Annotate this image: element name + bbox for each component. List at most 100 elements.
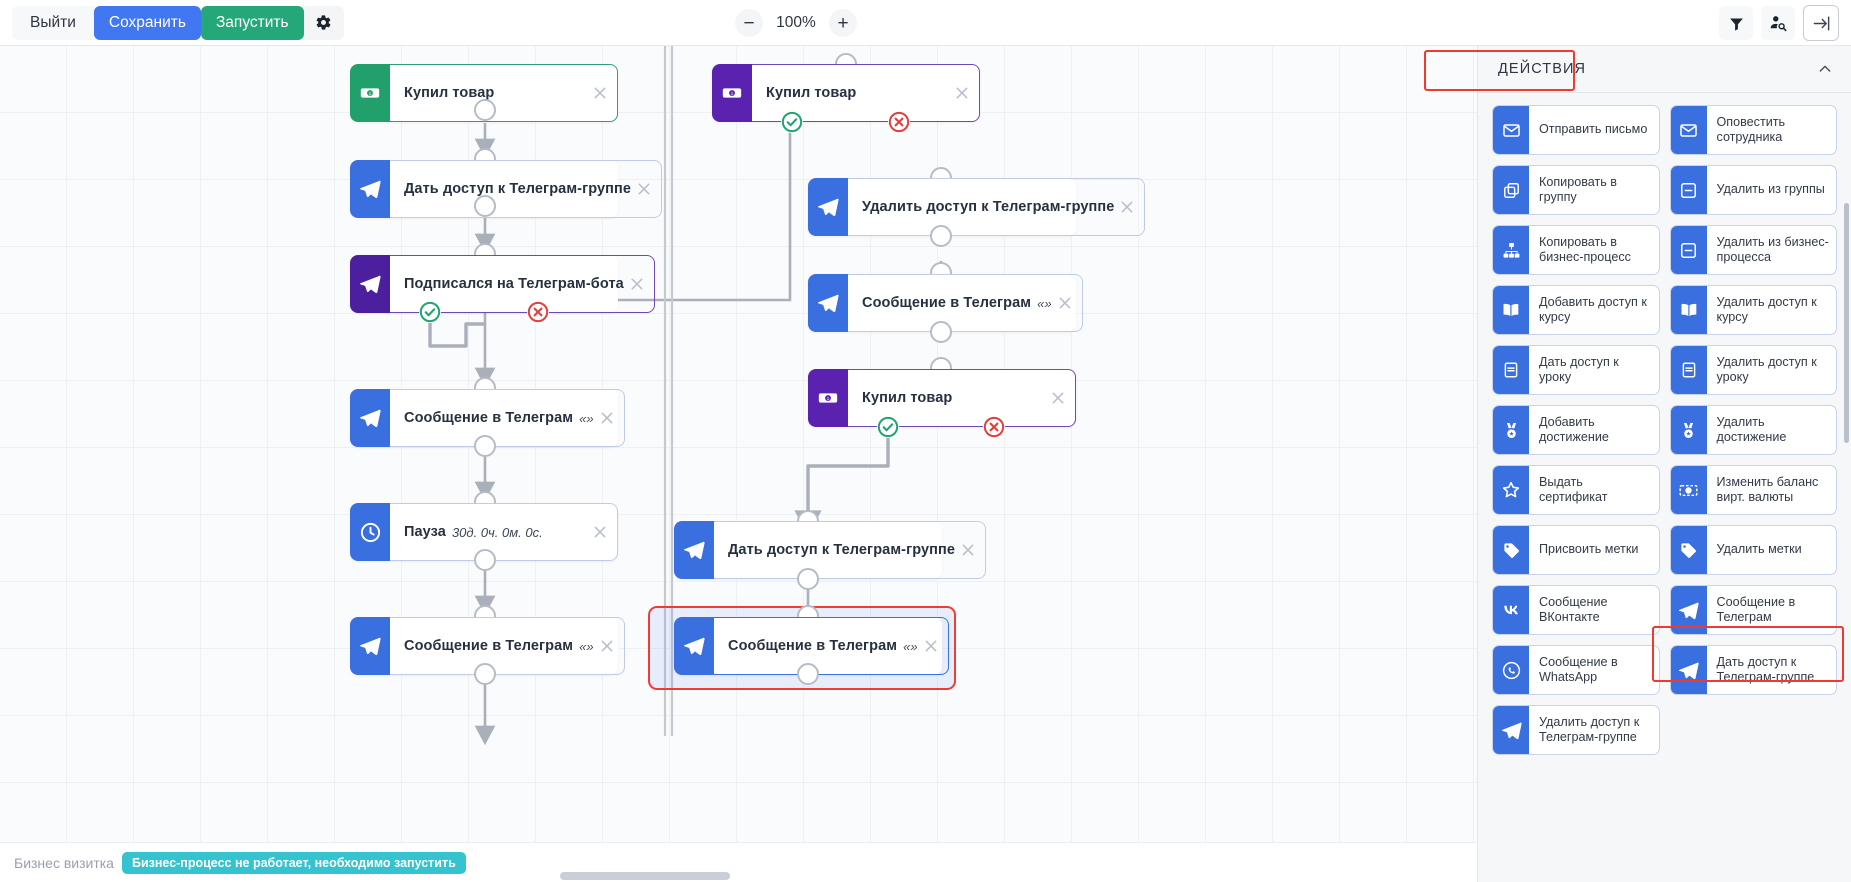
action-card-grant-telegram-group[interactable]: Дать доступ к Телеграм-группе <box>1670 645 1838 695</box>
telegram-icon <box>1671 586 1707 634</box>
action-card-change-currency-balance[interactable]: Изменить баланс вирт. валюты <box>1670 465 1838 515</box>
action-card-send-email[interactable]: Отправить письмо <box>1492 105 1660 155</box>
filter-button[interactable] <box>1719 6 1753 40</box>
action-card-remove-tags[interactable]: Удалить метки <box>1670 525 1838 575</box>
action-card-remove-telegram-group[interactable]: Удалить доступ к Телеграм-группе <box>1492 705 1660 755</box>
flow-node[interactable]: 1 Купил товар <box>808 369 1076 427</box>
success-branch-badge[interactable] <box>781 111 803 133</box>
flow-node-body: Дать доступ к Телеграм-группе <box>390 160 662 218</box>
action-card-whatsapp-message[interactable]: Сообщение в WhatsApp <box>1492 645 1660 695</box>
action-card-vk-message[interactable]: Сообщение ВКонтакте <box>1492 585 1660 635</box>
action-card-label: Отправить письмо <box>1529 106 1659 154</box>
svg-text:1: 1 <box>731 91 734 97</box>
node-port[interactable] <box>474 435 496 457</box>
action-card-notify-employee[interactable]: Оповестить сотрудника <box>1670 105 1838 155</box>
actions-grid: Отправить письмо Оповестить сотрудника К… <box>1492 105 1837 755</box>
chevron-up-icon[interactable] <box>1817 61 1833 77</box>
node-port[interactable] <box>474 195 496 217</box>
close-icon[interactable] <box>592 85 608 101</box>
close-icon[interactable] <box>1119 199 1135 215</box>
action-card-remove-lesson-access[interactable]: Удалить доступ к уроку <box>1670 345 1838 395</box>
action-card-remove-from-process[interactable]: Удалить из бизнес-процесса <box>1670 225 1838 275</box>
action-card-grant-lesson-access[interactable]: Дать доступ к уроку <box>1492 345 1660 395</box>
check-circle-icon <box>877 415 899 439</box>
close-icon[interactable] <box>1050 390 1066 406</box>
filter-icon <box>1728 15 1745 32</box>
telegram-icon <box>350 255 390 313</box>
connector-layer <box>0 46 1477 882</box>
horizontal-scrollbar[interactable] <box>560 872 730 880</box>
action-card-label: Добавить доступ к курсу <box>1529 286 1659 334</box>
fail-branch-badge[interactable] <box>527 301 549 323</box>
fail-branch-badge[interactable] <box>983 416 1005 438</box>
collapse-panel-button[interactable] <box>1803 5 1839 41</box>
toolbar-left-group: Выйти Сохранить Запустить <box>0 6 344 40</box>
zoom-out-button[interactable]: − <box>735 9 763 37</box>
actions-panel-title: ДЕЙСТВИЯ <box>1498 61 1586 77</box>
action-card-copy-to-group[interactable]: Копировать в группу <box>1492 165 1660 215</box>
user-search-button[interactable] <box>1761 6 1795 40</box>
envelope-icon <box>1493 106 1529 154</box>
settings-button[interactable] <box>304 6 344 40</box>
node-port[interactable] <box>930 225 952 247</box>
run-button[interactable]: Запустить <box>201 6 304 40</box>
action-card-remove-achievement[interactable]: Удалить достижение <box>1670 405 1838 455</box>
node-port[interactable] <box>474 549 496 571</box>
panel-scrollbar[interactable] <box>1844 203 1849 443</box>
flow-node[interactable]: 1 Купил товар <box>712 64 980 122</box>
close-icon[interactable] <box>599 638 615 654</box>
fail-branch-badge[interactable] <box>888 111 910 133</box>
close-icon[interactable] <box>923 638 939 654</box>
success-branch-badge[interactable] <box>877 416 899 438</box>
telegram-icon <box>808 178 848 236</box>
collapse-right-icon <box>1812 14 1831 33</box>
node-port[interactable] <box>474 99 496 121</box>
flow-canvas[interactable]: 1 Купил товар Дать доступ к Телеграм-гру… <box>0 46 1477 882</box>
banknote-icon: 1 <box>712 64 752 122</box>
action-card-issue-certificate[interactable]: Выдать сертификат <box>1492 465 1660 515</box>
telegram-icon <box>674 617 714 675</box>
top-toolbar: Выйти Сохранить Запустить − 100% + <box>0 0 1851 46</box>
action-card-label: Удалить доступ к Телеграм-группе <box>1529 706 1659 754</box>
action-card-add-achievement[interactable]: Добавить достижение <box>1492 405 1660 455</box>
node-port[interactable] <box>797 568 819 590</box>
action-card-label: Выдать сертификат <box>1529 466 1659 514</box>
success-branch-badge[interactable] <box>419 301 441 323</box>
close-icon[interactable] <box>954 85 970 101</box>
close-icon[interactable] <box>599 410 615 426</box>
flow-node[interactable]: Подписался на Телеграм-бота <box>350 255 618 313</box>
telegram-icon <box>1493 706 1529 754</box>
process-name: Бизнес визитка <box>14 855 114 871</box>
zoom-in-button[interactable]: + <box>829 9 857 37</box>
close-icon[interactable] <box>1057 295 1073 311</box>
flow-node-title: Сообщение в Телеграм <box>862 295 1031 311</box>
user-search-icon <box>1769 14 1787 32</box>
lesson-icon <box>1493 346 1529 394</box>
action-card-add-course-access[interactable]: Добавить доступ к курсу <box>1492 285 1660 335</box>
action-card-copy-to-process[interactable]: Копировать в бизнес-процесс <box>1492 225 1660 275</box>
action-card-label: Копировать в группу <box>1529 166 1659 214</box>
exit-button[interactable]: Выйти <box>12 6 94 40</box>
node-port[interactable] <box>930 321 952 343</box>
status-bar: Бизнес визитка Бизнес-процесс не работае… <box>0 842 1477 882</box>
flow-node-title: Сообщение в Телеграм <box>404 410 573 426</box>
actions-panel-header[interactable]: ДЕЙСТВИЯ <box>1478 46 1851 93</box>
book-icon <box>1671 286 1707 334</box>
flow-node-title: Дать доступ к Телеграм-группе <box>404 181 631 197</box>
close-icon[interactable] <box>592 524 608 540</box>
check-circle-icon <box>781 110 803 134</box>
close-icon[interactable] <box>636 181 652 197</box>
action-card-telegram-message[interactable]: Сообщение в Телеграм <box>1670 585 1838 635</box>
action-card-remove-course-access[interactable]: Удалить доступ к курсу <box>1670 285 1838 335</box>
close-icon[interactable] <box>629 276 645 292</box>
action-card-label: Сообщение в Телеграм <box>1707 586 1837 634</box>
node-port[interactable] <box>797 663 819 685</box>
action-card-remove-from-group[interactable]: Удалить из группы <box>1670 165 1838 215</box>
node-port[interactable] <box>474 663 496 685</box>
action-card-assign-tags[interactable]: Присвоить метки <box>1492 525 1660 575</box>
save-button[interactable]: Сохранить <box>94 6 201 40</box>
lesson-icon <box>1671 346 1707 394</box>
action-card-label: Удалить из бизнес-процесса <box>1707 226 1837 274</box>
close-icon[interactable] <box>960 542 976 558</box>
minus-box-icon <box>1671 226 1707 274</box>
